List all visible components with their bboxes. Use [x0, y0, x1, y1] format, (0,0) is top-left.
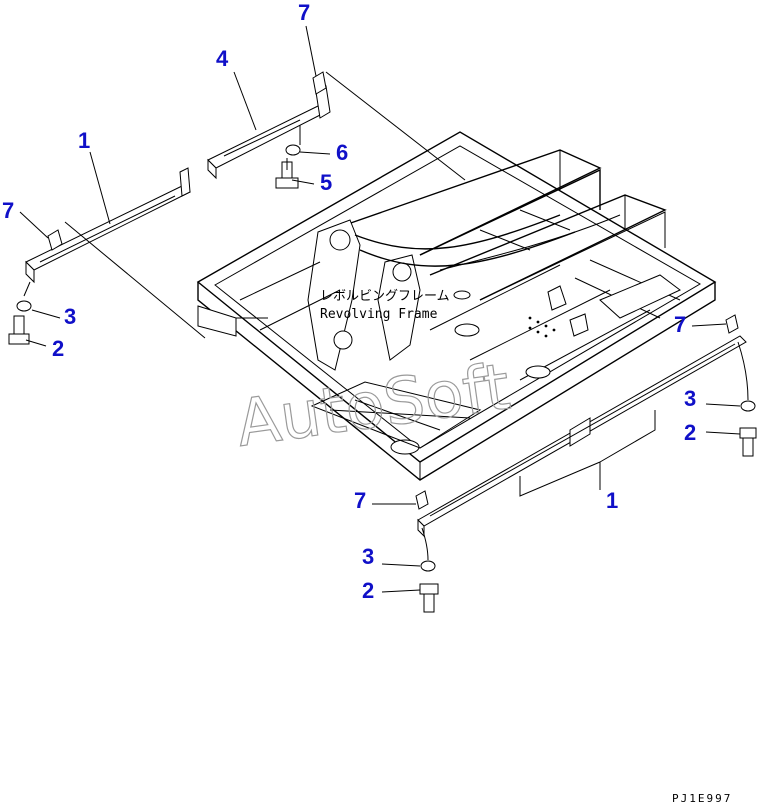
callout-3-right: 3: [684, 386, 696, 411]
callout-2-bottom: 2: [362, 578, 374, 603]
frame-label-en: Revolving Frame: [320, 307, 438, 322]
callout-3-left: 3: [64, 304, 76, 329]
callout-3-bottom: 3: [362, 544, 374, 569]
washer-part-3-right: [740, 400, 756, 412]
drawing-code: PJ1E997: [672, 792, 732, 805]
clip-part-7-bottom: [415, 490, 429, 510]
clip-part-7-right: [725, 314, 739, 334]
clip-part-7-top: [312, 71, 327, 95]
callout-5: 5: [320, 170, 332, 195]
washer-part-3-bottom: [420, 560, 436, 572]
revolving-frame: [196, 131, 717, 481]
cover-part-1-bottom: [417, 335, 747, 538]
callout-7-top: 7: [298, 0, 310, 25]
clip-part-7-left: [47, 229, 63, 251]
bolt-pattern: [528, 316, 556, 338]
washer-part-3-left: [16, 300, 32, 312]
bolt-part-2-bottom: [419, 583, 439, 613]
cover-part-4: [207, 85, 331, 180]
washer-part-6: [285, 144, 301, 156]
callout-1-bottom: 1: [606, 488, 618, 513]
frame-label-jp: レボルビングフレーム: [320, 289, 450, 304]
callout-7-right: 7: [674, 312, 686, 337]
callout-2-left: 2: [52, 336, 64, 361]
watermark: AutoSoft: [232, 350, 514, 462]
callout-4: 4: [216, 46, 229, 71]
callout-2-right: 2: [684, 420, 696, 445]
callout-7-left: 7: [2, 198, 14, 223]
bolt-part-2-left: [8, 315, 30, 345]
bolt-part-2-right: [739, 427, 757, 457]
callout-6: 6: [336, 140, 348, 165]
callout-7-bottom: 7: [354, 488, 366, 513]
callout-1-left: 1: [78, 128, 90, 153]
cover-part-1-left: [25, 167, 191, 284]
